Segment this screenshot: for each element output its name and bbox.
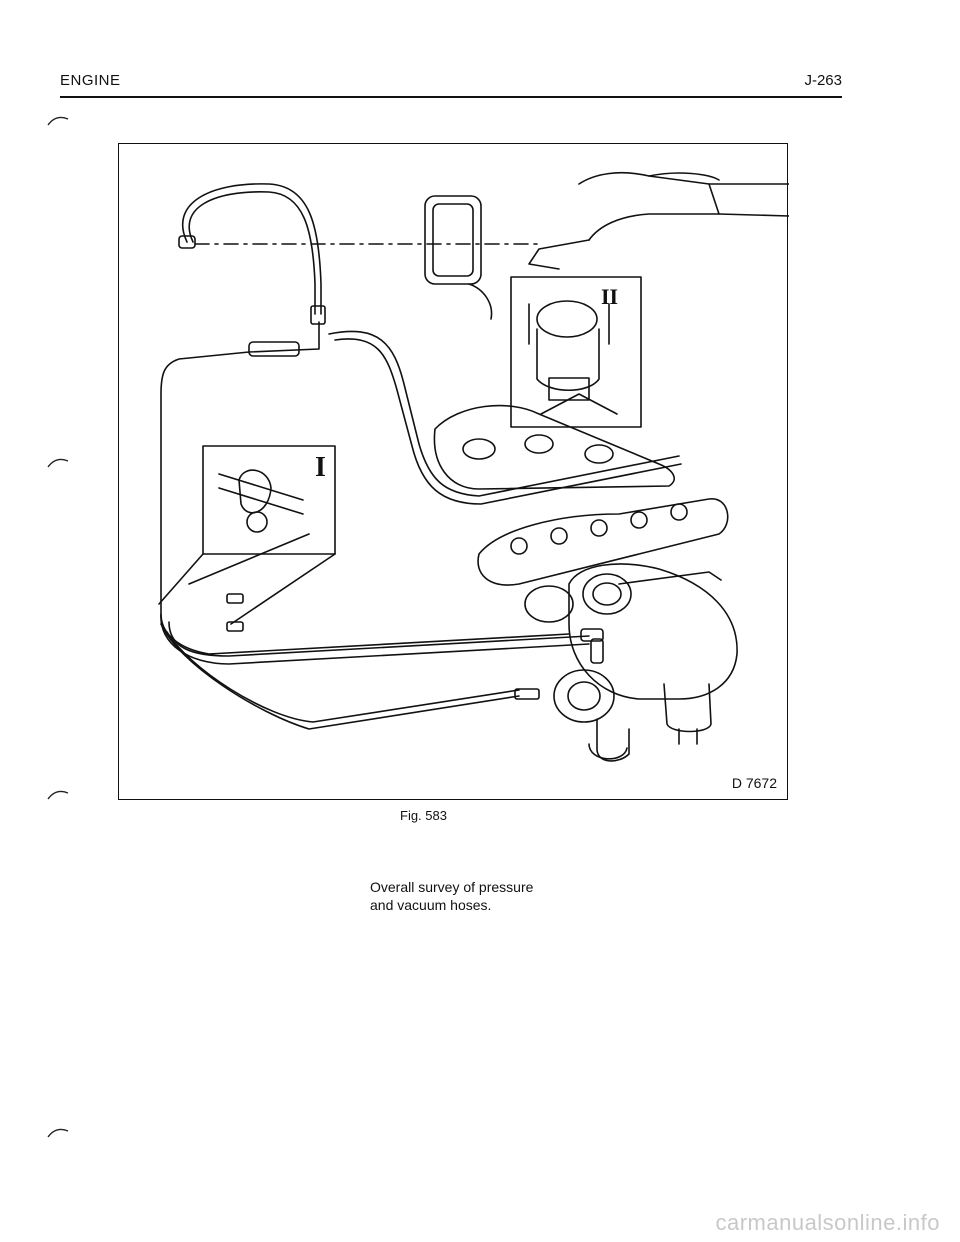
header-rule bbox=[60, 96, 842, 98]
callout-label-i: I bbox=[315, 452, 326, 483]
page-header: ENGINE J-263 bbox=[60, 72, 842, 98]
main-pressure-hose bbox=[160, 321, 570, 655]
binder-mark-icon bbox=[47, 116, 69, 126]
hose-diagram-drawing: I II bbox=[158, 171, 789, 762]
figure-id-label: D 7672 bbox=[731, 775, 777, 791]
wastegate-actuator bbox=[553, 669, 615, 723]
vacuum-hose-b bbox=[160, 623, 520, 730]
intake-pipe bbox=[578, 171, 720, 241]
binder-mark-icon bbox=[47, 1128, 69, 1138]
watermark: carmanualsonline.info bbox=[715, 1210, 940, 1235]
callout-label-ii: II bbox=[601, 284, 618, 309]
hose-end-fitting bbox=[178, 235, 196, 249]
figure-caption: Fig. 583 bbox=[400, 808, 447, 823]
description-line: Overall survey of pressure bbox=[370, 879, 534, 895]
description-line: and vacuum hoses. bbox=[370, 897, 492, 913]
intake-manifold bbox=[433, 404, 675, 490]
binder-mark-icon bbox=[47, 790, 69, 800]
turbocharger bbox=[568, 563, 738, 700]
page-number: J-263 bbox=[804, 72, 842, 89]
exhaust-manifold bbox=[477, 498, 729, 586]
inline-connector bbox=[310, 305, 326, 325]
detail-box-ii bbox=[510, 276, 642, 428]
binder-mark-icon bbox=[47, 458, 69, 468]
figure-description: Overall survey of pressure and vacuum ho… bbox=[370, 878, 670, 914]
section-title: ENGINE bbox=[60, 72, 121, 89]
hose-diagram-figure: I II D 7672 bbox=[118, 143, 789, 800]
